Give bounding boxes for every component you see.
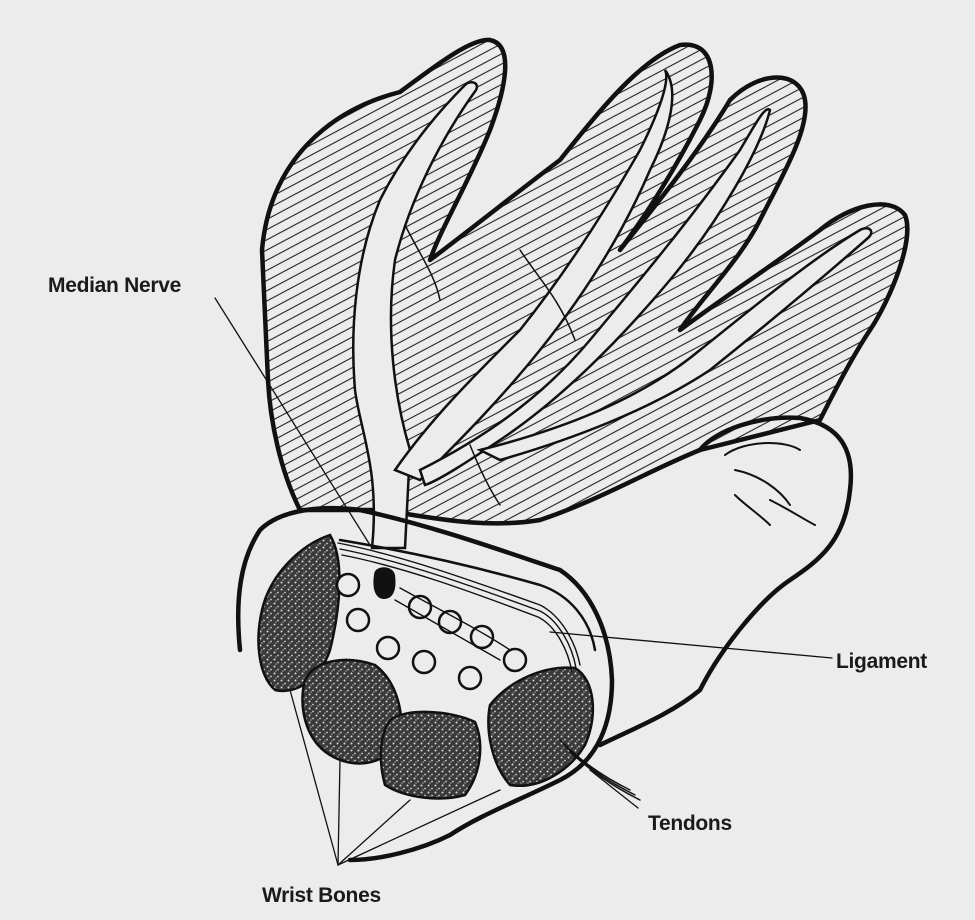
tendon — [413, 651, 435, 673]
median-nerve-cross-section — [374, 568, 394, 598]
label-tendons: Tendons — [648, 812, 732, 835]
tendon — [504, 649, 526, 671]
tendon — [337, 574, 359, 596]
label-median-nerve: Median Nerve — [48, 274, 181, 297]
leader-tendons — [590, 770, 638, 808]
thumb-nail-line — [725, 443, 815, 525]
tendon — [459, 667, 481, 689]
leader-ligament — [550, 632, 832, 658]
label-wrist-bones: Wrist Bones — [262, 884, 381, 907]
wrist-bone-3 — [381, 712, 480, 798]
tendon — [347, 609, 369, 631]
leader-wrist-bone-4 — [338, 790, 500, 865]
wrist-cross-section — [238, 508, 640, 860]
label-ligament: Ligament — [836, 650, 927, 673]
leader-wrist-bone-2 — [338, 760, 340, 865]
tendon — [377, 637, 399, 659]
